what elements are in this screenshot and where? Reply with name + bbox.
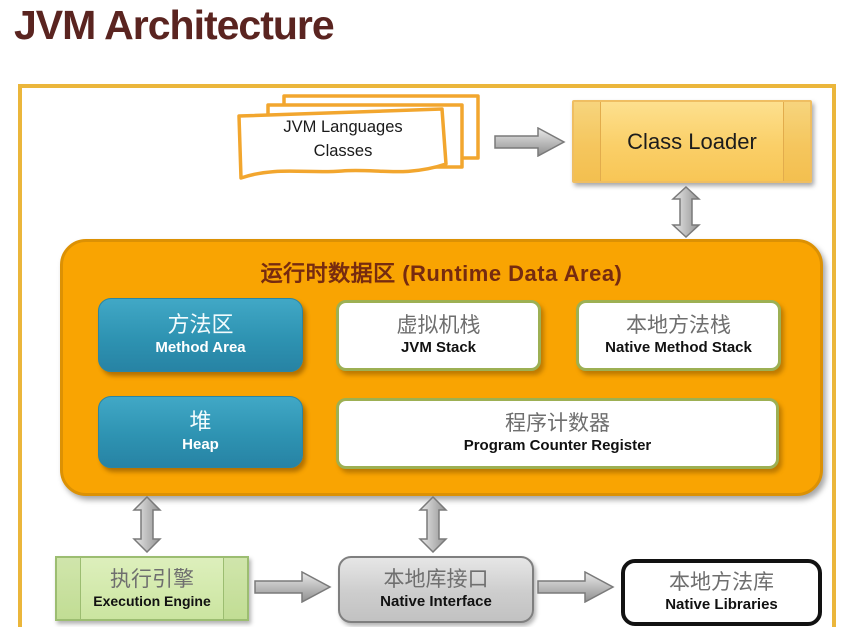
execution-engine-box: 执行引擎 Execution Engine (55, 556, 249, 621)
class-loader-label: Class Loader (627, 128, 757, 154)
diagram-frame (18, 84, 836, 627)
heap-label-zh: 堆 (189, 409, 212, 435)
program-counter-label-zh: 程序计数器 (505, 412, 610, 436)
native-method-stack-label-zh: 本地方法栈 (626, 314, 731, 338)
jvm-classes-line1: JVM Languages (283, 118, 403, 136)
double-arrow-vertical-icon (418, 496, 448, 553)
native-interface-label-en: Native Interface (380, 593, 492, 611)
runtime-data-area-title: 运行时数据区 (Runtime Data Area) (260, 261, 623, 286)
method-area-box: 方法区 Method Area (98, 298, 303, 372)
execution-engine-label-en: Execution Engine (93, 593, 211, 609)
arrow-right-icon (494, 127, 566, 157)
jvm-classes-line2: Classes (313, 141, 373, 160)
jvm-stack-label-en: JVM Stack (400, 339, 477, 357)
native-method-stack-box: 本地方法栈 Native Method Stack (576, 300, 781, 371)
class-loader-left-stripe (574, 102, 601, 181)
class-loader-box: Class Loader (572, 100, 812, 183)
jvm-stack-label-zh: 虚拟机栈 (396, 314, 481, 338)
execution-engine-left-stripe (57, 558, 81, 619)
arrow-right-icon (254, 571, 332, 603)
execution-engine-right-stripe (223, 558, 247, 619)
native-interface-box: 本地库接口 Native Interface (338, 556, 534, 623)
class-loader-right-stripe (783, 102, 810, 181)
execution-engine-label-zh: 执行引擎 (110, 567, 194, 591)
native-interface-label-zh: 本地库接口 (383, 568, 489, 592)
arrow-right-icon (537, 571, 615, 603)
program-counter-box: 程序计数器 Program Counter Register (336, 398, 779, 469)
double-arrow-vertical-icon (671, 186, 701, 238)
heap-box: 堆 Heap (98, 396, 303, 468)
heap-label-en: Heap (182, 436, 219, 454)
method-area-label-en: Method Area (155, 339, 246, 357)
native-libraries-label-en: Native Libraries (665, 596, 778, 614)
double-arrow-vertical-icon (132, 496, 162, 553)
program-counter-label-en: Program Counter Register (463, 437, 652, 455)
method-area-label-zh: 方法区 (167, 312, 234, 338)
page-title: JVM Architecture (14, 2, 335, 48)
native-method-stack-label-en: Native Method Stack (605, 339, 752, 357)
native-libraries-label-zh: 本地方法库 (669, 571, 774, 595)
native-libraries-box: 本地方法库 Native Libraries (621, 559, 822, 626)
jvm-classes-label: JVM Languages Classes (250, 116, 436, 164)
runtime-data-area: 运行时数据区 (Runtime Data Area) 方法区 Method Ar… (60, 239, 823, 496)
jvm-stack-box: 虚拟机栈 JVM Stack (336, 300, 541, 371)
document-stack-icon (237, 94, 480, 180)
